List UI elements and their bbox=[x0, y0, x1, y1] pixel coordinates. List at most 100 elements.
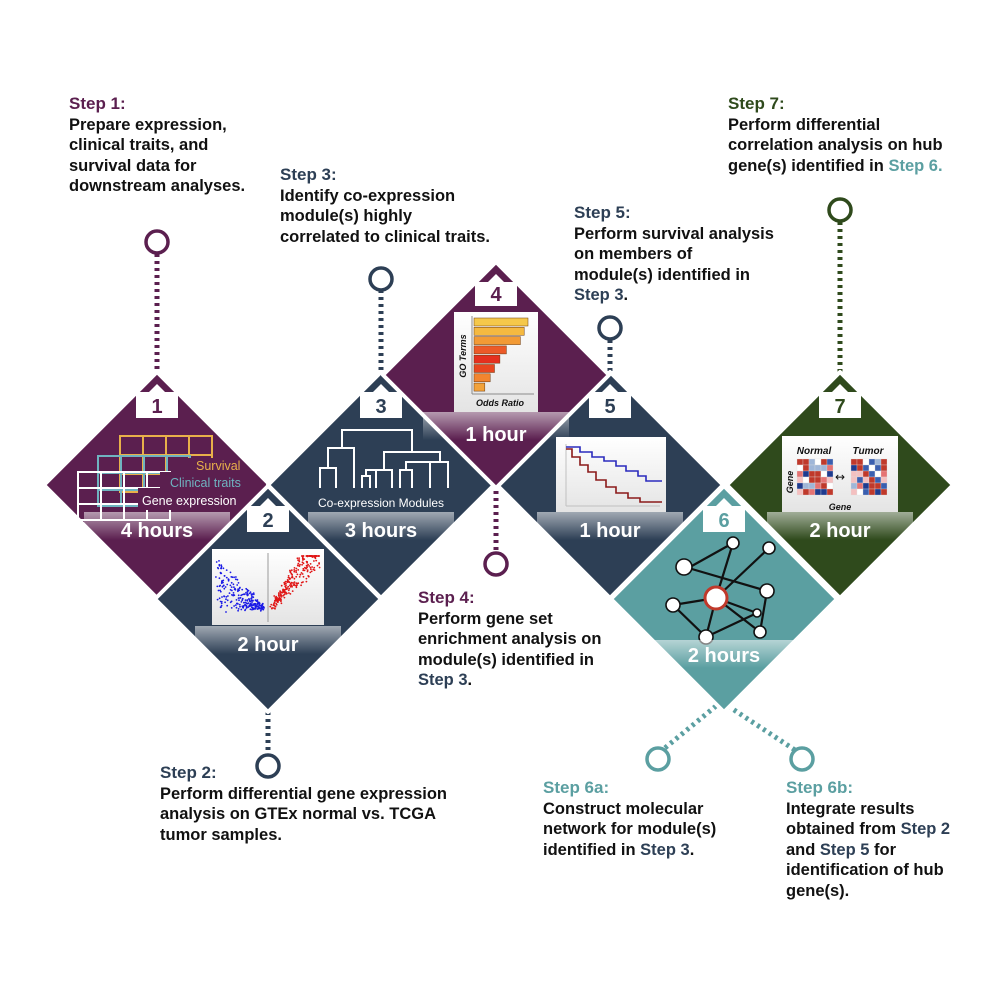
volcano-point bbox=[254, 607, 257, 610]
time-band bbox=[651, 640, 797, 668]
volcano-point bbox=[295, 585, 298, 587]
volcano-point bbox=[217, 567, 220, 570]
heatmap-cell bbox=[826, 470, 834, 478]
volcano-point bbox=[252, 593, 255, 596]
volcano-point bbox=[301, 573, 304, 575]
volcano-point bbox=[233, 586, 235, 588]
heatmap-cell bbox=[820, 470, 828, 478]
volcano-point bbox=[222, 567, 225, 570]
volcano-point bbox=[222, 584, 225, 587]
step7-heading: Step 7: bbox=[728, 94, 785, 113]
volcano-point bbox=[313, 566, 316, 569]
volcano-point bbox=[223, 587, 226, 590]
go-term-bar bbox=[473, 345, 507, 355]
volcano-point bbox=[245, 604, 248, 607]
step3-text: Identify co-expression module(s) highly … bbox=[280, 186, 490, 246]
volcano-point bbox=[279, 598, 281, 601]
circle-step2 bbox=[255, 753, 281, 779]
time-label: 2 hour bbox=[237, 634, 298, 656]
volcano-point bbox=[241, 588, 244, 591]
volcano-point bbox=[244, 599, 247, 601]
volcano-point bbox=[224, 586, 227, 588]
label-tab-box bbox=[589, 392, 631, 418]
heatmap-cell bbox=[850, 464, 858, 472]
heatmap-cell bbox=[820, 488, 828, 496]
volcano-point bbox=[289, 571, 292, 574]
volcano-point bbox=[295, 567, 298, 570]
survival-plot-frame bbox=[556, 437, 666, 512]
volcano-point bbox=[247, 606, 250, 609]
heatmap-cell bbox=[808, 488, 816, 496]
volcano-point bbox=[220, 567, 223, 570]
volcano-point bbox=[286, 581, 289, 583]
volcano-point bbox=[221, 580, 223, 583]
diamond-step2: 2 2 hour bbox=[153, 484, 383, 714]
volcano-point bbox=[217, 589, 220, 592]
volcano-point bbox=[292, 584, 295, 586]
circle-step1 bbox=[144, 229, 170, 255]
survival-curve-red bbox=[566, 448, 662, 503]
gene-expression-label: Gene expression bbox=[142, 494, 237, 508]
volcano-point bbox=[230, 581, 233, 584]
volcano-point bbox=[236, 584, 239, 586]
volcano-point bbox=[224, 601, 227, 604]
volcano-point bbox=[310, 570, 313, 573]
heatmap-cell bbox=[826, 464, 834, 472]
circle-step6a bbox=[645, 746, 671, 772]
volcano-point bbox=[273, 601, 276, 604]
volcano-point bbox=[288, 587, 291, 590]
volcano-point bbox=[223, 575, 226, 577]
volcano-point bbox=[302, 567, 305, 570]
heatmap-cell bbox=[814, 488, 822, 496]
volcano-point bbox=[288, 592, 290, 594]
volcano-point bbox=[292, 582, 294, 584]
volcano-point bbox=[237, 609, 240, 612]
volcano-point bbox=[218, 560, 220, 562]
volcano-point bbox=[289, 585, 292, 588]
volcano-point bbox=[237, 597, 240, 599]
volcano-point bbox=[239, 597, 241, 599]
volcano-point bbox=[273, 605, 276, 607]
volcano-point bbox=[228, 592, 231, 594]
heatmap-cell bbox=[868, 470, 876, 478]
volcano-point bbox=[246, 599, 249, 601]
step4-text-end: . bbox=[467, 671, 473, 689]
heatmap-cell bbox=[814, 476, 822, 484]
volcano-point bbox=[289, 584, 291, 587]
diamond-number: 4 bbox=[490, 284, 502, 306]
step1-heading: Step 1: bbox=[69, 94, 126, 113]
volcano-point bbox=[299, 573, 302, 576]
volcano-point bbox=[306, 570, 309, 573]
volcano-point bbox=[250, 603, 253, 606]
volcano-point bbox=[245, 602, 248, 604]
time-label: 1 hour bbox=[579, 520, 640, 542]
volcano-point bbox=[254, 602, 257, 605]
step1-text: Prepare expression, clinical traits, and… bbox=[69, 115, 246, 196]
volcano-point bbox=[304, 566, 306, 569]
volcano-point bbox=[237, 582, 240, 584]
go-terms-axis-label: GO Terms bbox=[458, 334, 468, 377]
survival-curve-blue bbox=[566, 446, 662, 482]
volcano-point bbox=[293, 581, 296, 583]
volcano-point bbox=[234, 587, 236, 590]
volcano-point bbox=[318, 566, 321, 569]
volcano-point bbox=[248, 605, 251, 607]
volcano-point bbox=[246, 592, 249, 594]
volcano-point bbox=[234, 578, 237, 581]
diamond-number: 5 bbox=[604, 396, 615, 418]
volcano-point bbox=[298, 576, 301, 578]
heatmap-cell bbox=[868, 458, 876, 466]
volcano-point bbox=[284, 586, 287, 589]
heatmap-cell bbox=[868, 464, 876, 472]
volcano-point bbox=[300, 572, 303, 574]
go-term-bar bbox=[473, 364, 495, 373]
volcano-point bbox=[227, 595, 229, 597]
volcano-point bbox=[297, 559, 299, 562]
volcano-point bbox=[273, 595, 276, 597]
heatmap-cell bbox=[862, 464, 870, 472]
volcano-point bbox=[218, 564, 221, 567]
heatmap-cell bbox=[808, 458, 816, 466]
heatmap-cell bbox=[862, 470, 870, 478]
heatmap-cell bbox=[826, 458, 834, 466]
